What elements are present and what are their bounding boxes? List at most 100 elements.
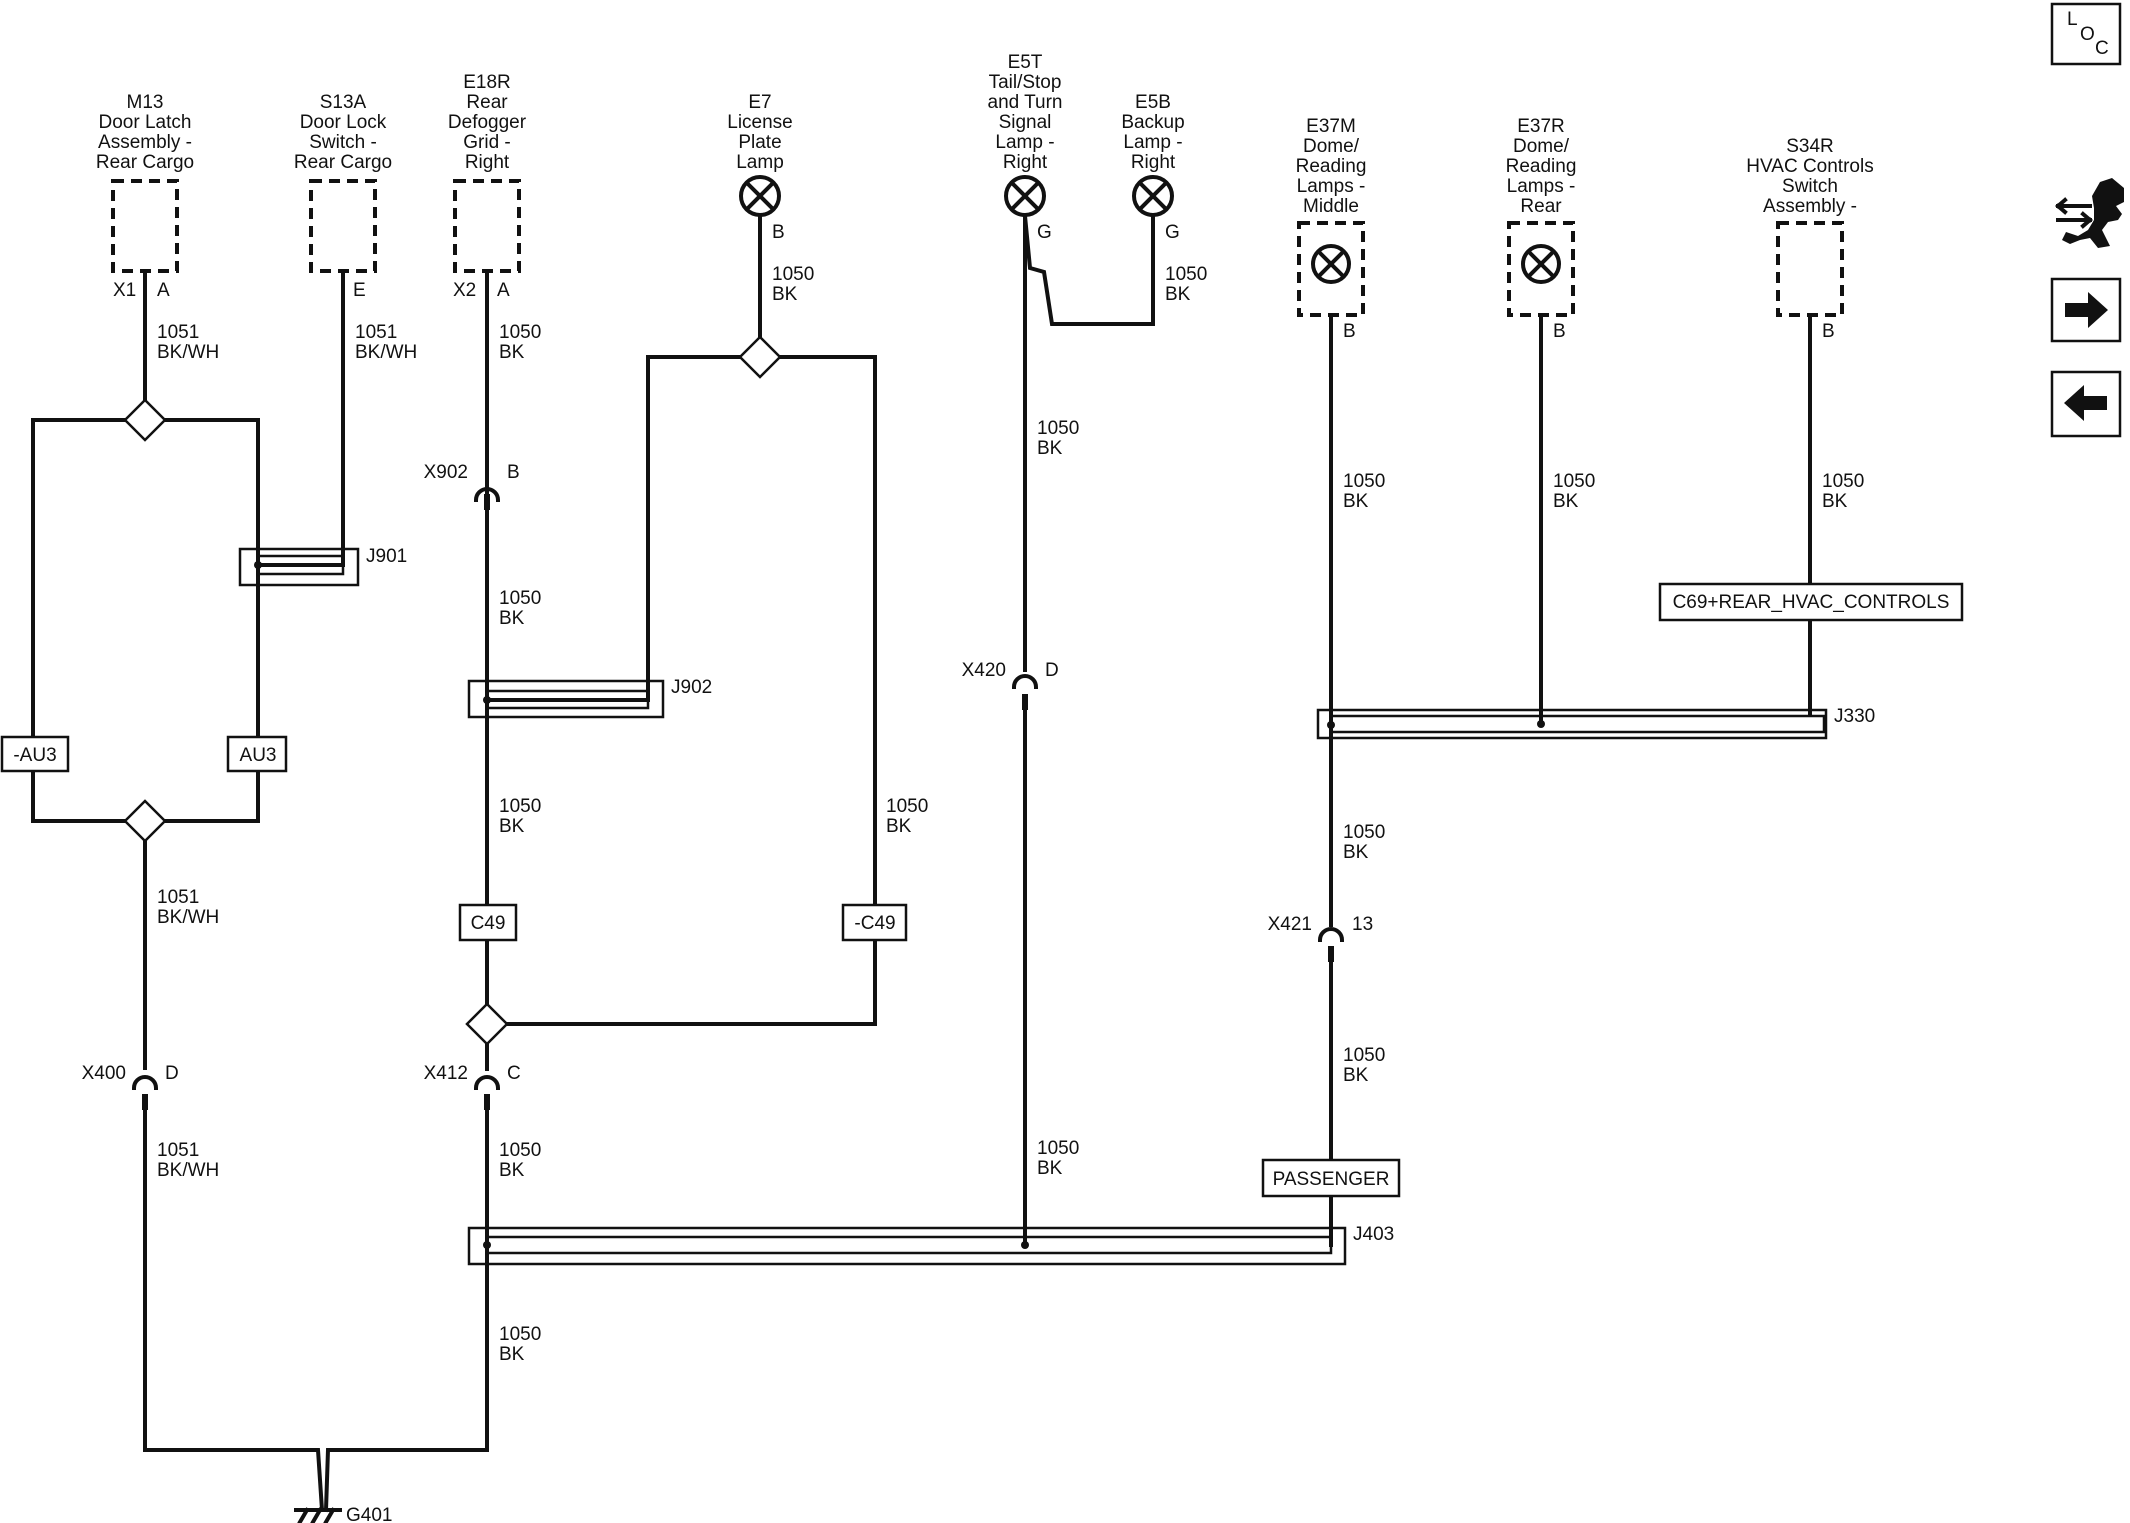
splice-j902[interactable]: J902 (467, 677, 712, 719)
svg-text:B: B (507, 462, 520, 483)
svg-text:BK: BK (1343, 491, 1369, 512)
component-e5b[interactable]: E5B Backup Lamp - Right (1121, 92, 1185, 217)
splice-label: J901 (366, 546, 407, 567)
option-c49[interactable]: C49 (458, 903, 518, 942)
svg-text:C69+REAR_HVAC_CONTROLS: C69+REAR_HVAC_CONTROLS (1673, 592, 1950, 613)
svg-text:O: O (2080, 24, 2095, 45)
svg-text:X400: X400 (82, 1063, 126, 1084)
svg-text:and Turn: and Turn (988, 92, 1063, 113)
option-au3[interactable]: AU3 (226, 735, 288, 773)
connector-tool-icon[interactable] (2055, 178, 2124, 248)
connector-x400[interactable]: X400 D (82, 1063, 179, 1110)
svg-text:Assembly -: Assembly - (1763, 196, 1857, 217)
svg-text:Tail/Stop: Tail/Stop (989, 72, 1062, 93)
component-outline (111, 179, 179, 273)
svg-text:Grid -: Grid - (463, 132, 511, 153)
svg-text:Switch: Switch (1782, 176, 1838, 197)
svg-text:Right: Right (1131, 152, 1176, 173)
svg-text:BK: BK (1343, 842, 1369, 863)
component-m13[interactable]: M13 Door Latch Assembly - Rear Cargo (96, 92, 194, 273)
option-passenger[interactable]: PASSENGER (1261, 1158, 1401, 1198)
component-outline (309, 179, 377, 273)
svg-text:1050: 1050 (772, 264, 814, 285)
splice-diamonds (123, 335, 782, 1046)
lamp-icon (739, 175, 781, 217)
svg-text:BK: BK (1822, 491, 1848, 512)
svg-text:AU3: AU3 (240, 745, 277, 766)
component-e37r[interactable]: E37R Dome/ Reading Lamps - Rear (1506, 116, 1577, 317)
component-s34r[interactable]: S34R HVAC Controls Switch Assembly - (1746, 136, 1874, 317)
svg-text:Dome/: Dome/ (1513, 136, 1570, 157)
svg-text:HVAC Controls: HVAC Controls (1746, 156, 1873, 177)
svg-text:Assembly -: Assembly - (98, 132, 192, 153)
pin-label: B (772, 222, 785, 243)
svg-text:Right: Right (1003, 152, 1048, 173)
component-e7[interactable]: E7 License Plate Lamp (727, 92, 793, 217)
svg-text:1050: 1050 (1343, 471, 1385, 492)
svg-text:BK: BK (499, 608, 525, 629)
svg-text:Reading: Reading (1296, 156, 1367, 177)
svg-text:Lamp: Lamp (736, 152, 784, 173)
svg-text:1050: 1050 (1037, 1138, 1079, 1159)
svg-text:Lamps -: Lamps - (1297, 176, 1366, 197)
component-outline (1507, 221, 1575, 317)
component-s13a[interactable]: S13A Door Lock Switch - Rear Cargo (294, 92, 392, 273)
option-c69-rear-hvac[interactable]: C69+REAR_HVAC_CONTROLS (1658, 582, 1964, 622)
svg-text:1050: 1050 (499, 322, 541, 343)
arrow-left-icon (2064, 385, 2107, 421)
svg-text:13: 13 (1352, 914, 1373, 935)
svg-text:E37M: E37M (1306, 116, 1356, 137)
svg-text:Backup: Backup (1121, 112, 1184, 133)
svg-text:C49: C49 (471, 913, 506, 934)
svg-text:L: L (2067, 9, 2078, 30)
pin-label: A (497, 280, 510, 301)
component-outline (1776, 221, 1844, 317)
svg-text:Rear: Rear (466, 92, 508, 113)
ground-g401[interactable]: G401 (294, 1505, 392, 1523)
svg-text:Lamps -: Lamps - (1507, 176, 1576, 197)
svg-text:Switch -: Switch - (309, 132, 377, 153)
splice-j403[interactable]: J403 (467, 1224, 1394, 1266)
svg-text:BK: BK (1037, 438, 1063, 459)
component-outline (1297, 221, 1365, 317)
connector-x420[interactable]: X420 D (962, 660, 1059, 710)
svg-text:PASSENGER: PASSENGER (1273, 1169, 1390, 1190)
pin-label: G (1037, 222, 1052, 243)
svg-text:1050: 1050 (1037, 418, 1079, 439)
option-c49-neg[interactable]: -C49 (841, 903, 908, 942)
svg-text:BK/WH: BK/WH (355, 342, 417, 363)
svg-text:C: C (507, 1063, 521, 1084)
wires (31, 213, 1812, 1513)
connector-x902[interactable]: X902 B (424, 462, 520, 510)
loc-button[interactable]: L O C (2050, 2, 2122, 66)
pin-label: B (1553, 321, 1566, 342)
svg-text:X421: X421 (1268, 914, 1312, 935)
splice-label: J403 (1353, 1224, 1394, 1245)
splice-j330[interactable]: J330 (1316, 706, 1875, 740)
svg-text:1050: 1050 (1343, 822, 1385, 843)
svg-text:1050: 1050 (499, 588, 541, 609)
svg-text:BK: BK (1037, 1158, 1063, 1179)
svg-text:S13A: S13A (320, 92, 367, 113)
option-au3-neg[interactable]: -AU3 (0, 735, 70, 773)
pin-label: B (1822, 321, 1835, 342)
svg-text:Reading: Reading (1506, 156, 1577, 177)
svg-text:D: D (165, 1063, 179, 1084)
svg-text:1050: 1050 (499, 1324, 541, 1345)
lamp-icon (1132, 175, 1174, 217)
arrow-right-button[interactable] (2050, 277, 2122, 343)
svg-text:BK: BK (499, 1160, 525, 1181)
svg-text:Plate: Plate (738, 132, 781, 153)
connector-x412[interactable]: X412 C (424, 1063, 521, 1110)
component-outline (453, 179, 521, 273)
splice-j901[interactable]: J901 (238, 546, 407, 587)
connector-x421[interactable]: X421 13 (1268, 914, 1374, 962)
component-e18r[interactable]: E18R Rear Defogger Grid - Right (448, 72, 527, 273)
arrow-left-button[interactable] (2050, 370, 2122, 438)
component-e5t[interactable]: E5T Tail/Stop and Turn Signal Lamp - Rig… (988, 52, 1063, 217)
component-e37m[interactable]: E37M Dome/ Reading Lamps - Middle (1296, 116, 1367, 317)
svg-text:Door Lock: Door Lock (300, 112, 387, 133)
svg-text:Defogger: Defogger (448, 112, 527, 133)
svg-text:BK: BK (499, 342, 525, 363)
